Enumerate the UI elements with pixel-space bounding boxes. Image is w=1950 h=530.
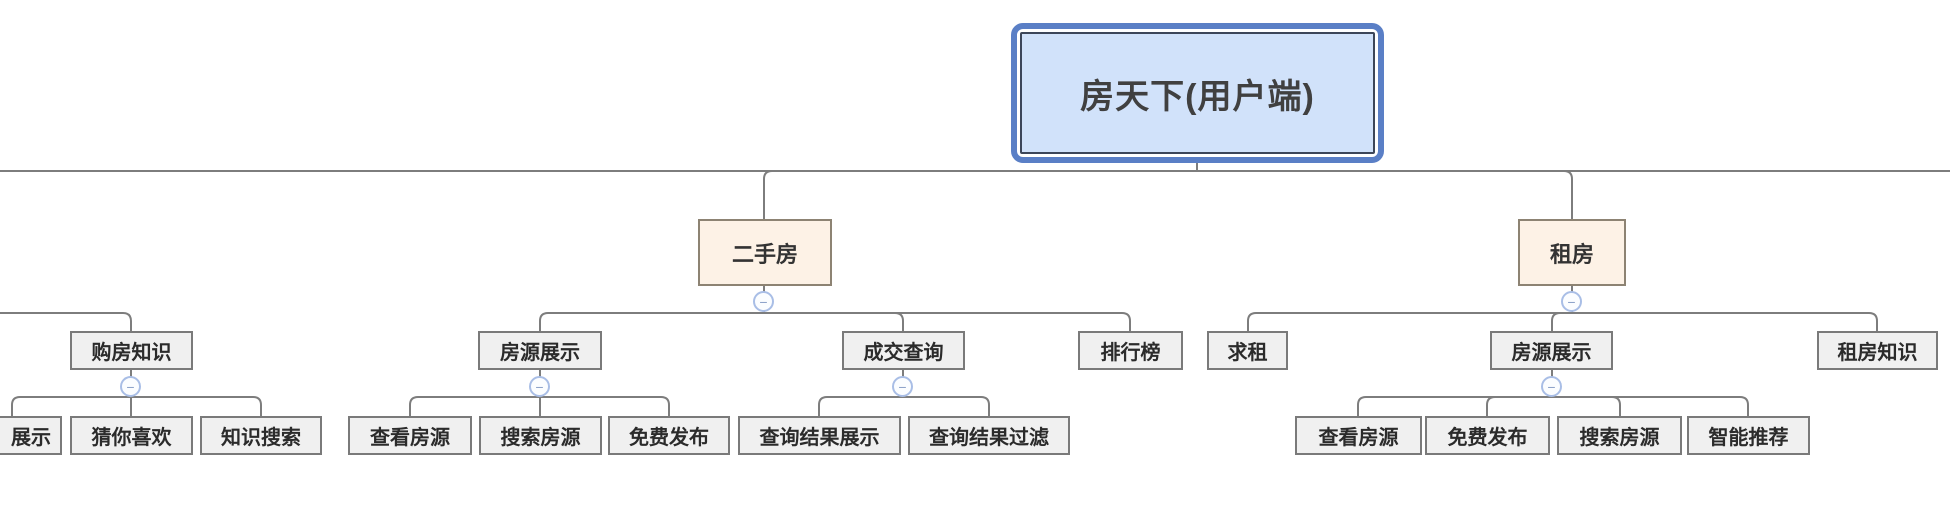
node-zhanshi-partial[interactable]: 展示 xyxy=(0,416,62,455)
node-root-label: 房天下(用户端) xyxy=(1020,32,1375,154)
edge-goufang-rail xyxy=(11,396,262,416)
node-fangyuan-zhanshi-zufang[interactable]: 房源展示 xyxy=(1490,331,1613,370)
edge-to-ershoufang xyxy=(763,170,773,219)
edge-fyzhanshi-esf-rail xyxy=(409,396,670,416)
node-fangyuan-zhanshi-ershoufang[interactable]: 房源展示 xyxy=(478,331,602,370)
edge-to-zufang xyxy=(1563,170,1573,219)
collapse-button-zufang[interactable]: − xyxy=(1561,291,1582,312)
edge-to-fyzhanshi-zf xyxy=(1551,312,1561,331)
node-paihangbang[interactable]: 排行榜 xyxy=(1078,331,1183,370)
node-mianfei-fabu-ershoufang[interactable]: 免费发布 xyxy=(608,416,730,455)
edge-to-mianfei-zf xyxy=(1486,396,1496,416)
collapse-button-fangyuan-zhanshi-ershoufang[interactable]: − xyxy=(529,376,550,397)
node-zhineng-tuijian[interactable]: 智能推荐 xyxy=(1687,416,1810,455)
node-zufang[interactable]: 租房 xyxy=(1518,219,1626,286)
node-root[interactable]: 房天下(用户端) xyxy=(1011,23,1384,163)
node-chakan-fangyuan-zufang[interactable]: 查看房源 xyxy=(1295,416,1422,455)
edge-fyzhanshi-zf-rail xyxy=(1357,396,1749,416)
node-zhishi-sousuo[interactable]: 知识搜索 xyxy=(200,416,322,455)
node-chengjiao-chaxun[interactable]: 成交查询 xyxy=(842,331,965,370)
node-sousuo-fangyuan-zufang[interactable]: 搜索房源 xyxy=(1557,416,1682,455)
edge-to-chengjiao xyxy=(894,312,904,331)
node-qiuzu[interactable]: 求租 xyxy=(1207,331,1288,370)
collapse-button-chengjiao-chaxun[interactable]: − xyxy=(892,376,913,397)
edge-to-sousuo-zf xyxy=(1611,396,1621,416)
collapse-button-fangyuan-zhanshi-zufang[interactable]: − xyxy=(1541,376,1562,397)
node-ershoufang[interactable]: 二手房 xyxy=(698,219,832,286)
edge-zufang-rail xyxy=(1247,312,1878,331)
node-chakan-fangyuan-ershoufang[interactable]: 查看房源 xyxy=(348,416,472,455)
node-goufang-zhishi[interactable]: 购房知识 xyxy=(70,331,193,370)
node-chaxun-jieguo-guolv[interactable]: 查询结果过滤 xyxy=(908,416,1070,455)
node-cainixihuan[interactable]: 猜你喜欢 xyxy=(70,416,193,455)
node-sousuo-fangyuan-ershoufang[interactable]: 搜索房源 xyxy=(479,416,602,455)
node-chaxun-jieguo-zhanshi[interactable]: 查询结果展示 xyxy=(738,416,901,455)
collapse-button-ershoufang[interactable]: − xyxy=(753,291,774,312)
node-mianfei-fabu-zufang[interactable]: 免费发布 xyxy=(1425,416,1550,455)
node-zufang-zhishi[interactable]: 租房知识 xyxy=(1817,331,1938,370)
edge-chengjiao-rail xyxy=(818,396,990,416)
edge-ershoufang-rail xyxy=(539,312,1131,331)
edge-left-rail xyxy=(0,312,132,331)
collapse-button-goufang-zhishi[interactable]: − xyxy=(120,376,141,397)
